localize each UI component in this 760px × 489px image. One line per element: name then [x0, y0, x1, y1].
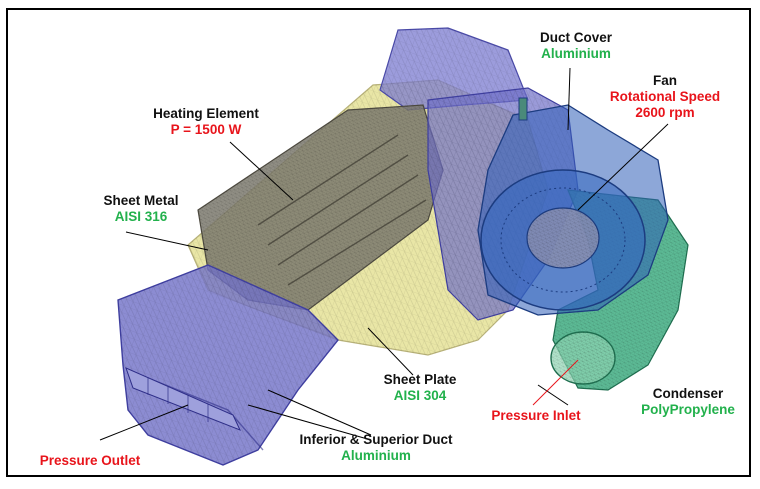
assembly-mesh-illustration — [99, 27, 689, 466]
pressure-outlet-label: Pressure Outlet — [20, 453, 160, 469]
pressure-inlet-label: Pressure Inlet — [476, 408, 596, 424]
fan-part — [477, 97, 669, 316]
duct-cover-material: Aluminium — [541, 46, 611, 61]
sheet-plate-name: Sheet Plate — [383, 372, 457, 387]
heating-element-power: P = 1500 W — [170, 122, 242, 137]
sheet-metal-label: Sheet Metal AISI 316 — [86, 193, 196, 225]
fan-name: Fan — [652, 73, 677, 88]
sheet-plate-material: AISI 304 — [393, 388, 447, 403]
heating-element-label: Heating Element P = 1500 W — [136, 106, 276, 138]
fan-speed-value: 2600 rpm — [635, 105, 695, 120]
duct-cover-label: Duct Cover Aluminium — [531, 30, 621, 62]
superior-duct-part — [379, 27, 529, 111]
fan-speed-title: Rotational Speed — [609, 89, 721, 104]
duct-name: Inferior & Superior Duct — [299, 432, 453, 447]
pressure-inlet-text: Pressure Inlet — [491, 408, 581, 423]
diagram-frame: Duct Cover Aluminium Fan Rotational Spee… — [6, 8, 751, 477]
duct-material: Aluminium — [341, 448, 411, 463]
sheet-metal-material: AISI 316 — [114, 209, 168, 224]
inferior-duct-part — [117, 264, 339, 466]
duct-cover-name: Duct Cover — [539, 30, 612, 45]
sheet-metal-name: Sheet Metal — [103, 193, 179, 208]
fan-label: Fan Rotational Speed 2600 rpm — [600, 73, 730, 121]
condenser-label: Condenser PolyPropylene — [628, 386, 748, 418]
leader-lines — [99, 67, 669, 441]
heating-element-name: Heating Element — [153, 106, 259, 121]
pressure-outlet-text: Pressure Outlet — [39, 453, 141, 468]
red-leader-lines — [532, 359, 579, 406]
sheet-plate-label: Sheet Plate AISI 304 — [370, 372, 470, 404]
condenser-name: Condenser — [652, 386, 724, 401]
duct-label: Inferior & Superior Duct Aluminium — [276, 432, 476, 464]
condenser-material: PolyPropylene — [641, 402, 735, 417]
